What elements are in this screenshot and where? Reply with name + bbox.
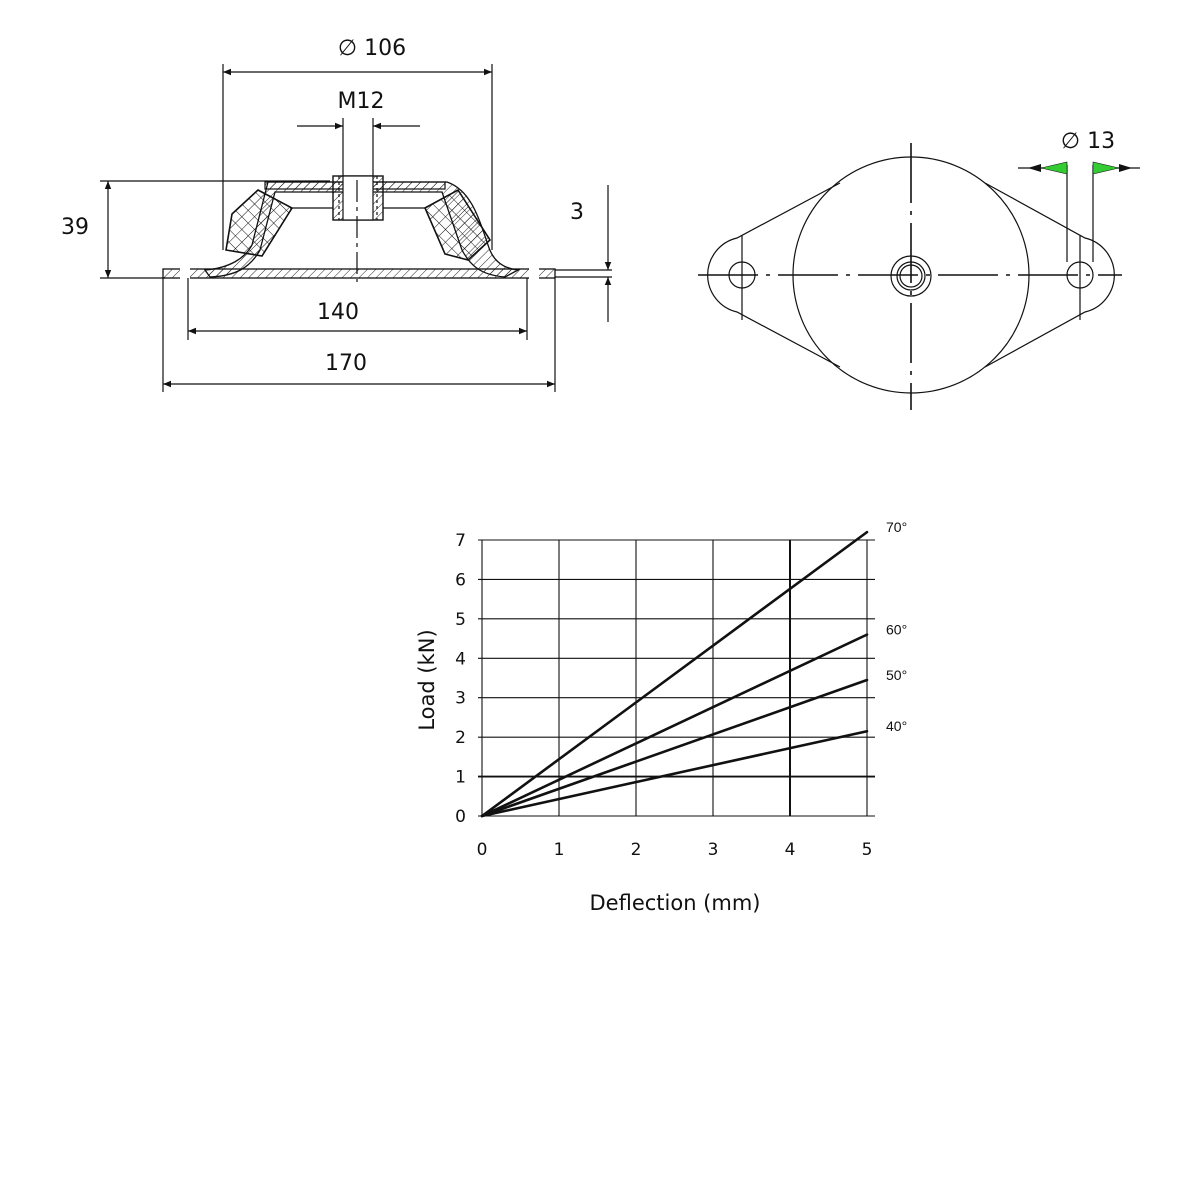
y-tick-label: 0	[455, 807, 466, 827]
rubber-element-left	[225, 189, 294, 257]
chart-grid	[478, 539, 875, 817]
plate-3-label: 3	[570, 200, 584, 225]
thread-m12-label: M12	[338, 89, 385, 114]
series-line-1	[480, 633, 869, 818]
series-line-0	[480, 530, 869, 818]
series-line-2	[480, 678, 869, 818]
dimension-hole-diameter-13: ∅ 13	[1018, 129, 1140, 262]
length-170-label: 170	[325, 351, 367, 376]
spacing-140-label: 140	[317, 300, 359, 325]
x-tick-label: 3	[708, 840, 719, 860]
dimension-length-170: 170	[162, 278, 556, 392]
top-view: ∅ 13	[698, 129, 1140, 410]
y-tick-label: 5	[455, 610, 466, 630]
dimension-height-39: 39	[61, 180, 330, 279]
hole-diameter-13-label: ∅ 13	[1061, 129, 1115, 154]
side-view-section: ∅ 106 M12 39 3 140	[61, 36, 612, 392]
dimension-plate-3: 3	[570, 185, 612, 322]
diameter-106-label: ∅ 106	[338, 36, 406, 61]
series-label-0: 70°	[886, 519, 907, 535]
x-tick-label: 4	[785, 840, 796, 860]
series-line-3	[480, 729, 869, 818]
chart-ticks: 0 1 2 3 4 5 0 1 2 3 4 5 6 7	[455, 531, 872, 860]
y-axis-label: Load (kN)	[415, 629, 439, 730]
y-tick-label: 3	[455, 689, 466, 709]
load-deflection-chart: 0 1 2 3 4 5 0 1 2 3 4 5 6 7 70° 60° 50° 40° Deflection (…	[415, 519, 907, 915]
y-tick-label: 1	[455, 768, 466, 788]
series-label-2: 50°	[886, 667, 907, 683]
base-hole-right	[529, 268, 539, 279]
y-tick-label: 7	[455, 531, 466, 551]
x-tick-label: 5	[862, 840, 873, 860]
base-hole-left	[180, 268, 190, 279]
rubber-element-right	[423, 188, 492, 261]
series-label-3: 40°	[886, 718, 907, 734]
y-tick-label: 4	[455, 649, 466, 669]
base-plate	[162, 268, 612, 279]
x-tick-label: 0	[477, 840, 488, 860]
dimension-thread-m12: M12	[297, 89, 420, 176]
height-39-label: 39	[61, 215, 89, 240]
chart-series: 70° 60° 50° 40°	[480, 519, 907, 818]
y-tick-label: 6	[455, 570, 466, 590]
x-axis-label: Deflection (mm)	[590, 891, 761, 915]
x-tick-label: 1	[554, 840, 565, 860]
y-tick-label: 2	[455, 728, 466, 748]
dimension-diameter-106: ∅ 106	[222, 36, 493, 250]
series-label-1: 60°	[886, 622, 907, 638]
x-tick-label: 2	[631, 840, 642, 860]
dimension-hole-spacing-140: 140	[187, 278, 528, 340]
threaded-bush	[290, 175, 425, 221]
